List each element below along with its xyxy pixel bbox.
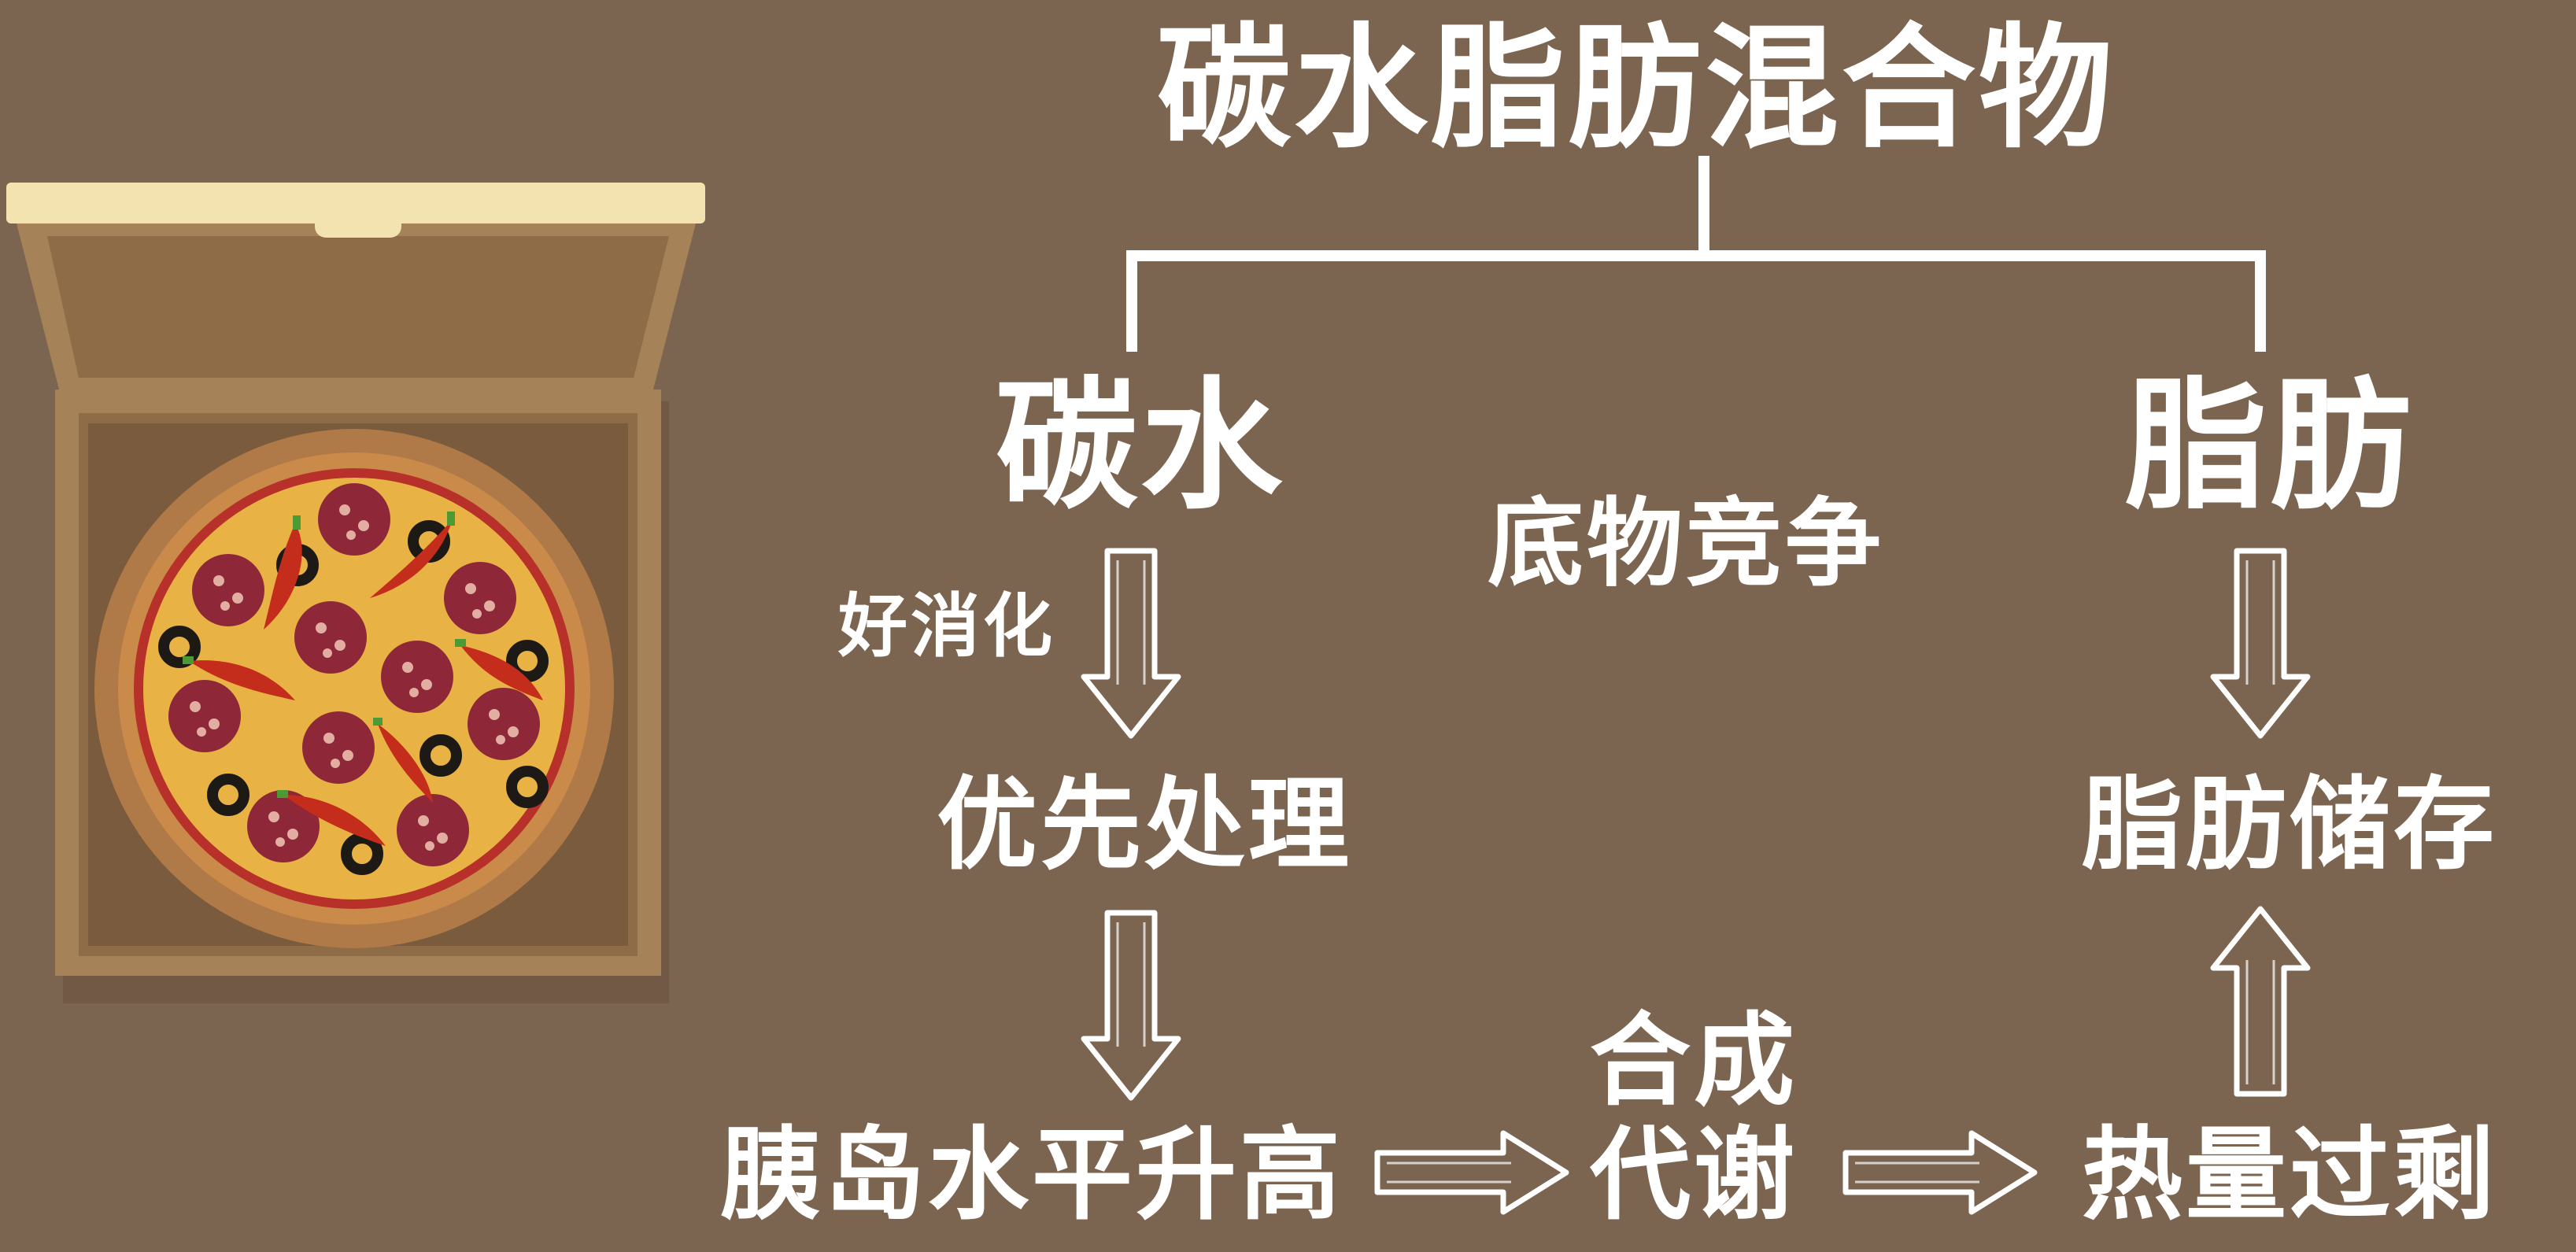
arrow-down-priority-to-insulin bbox=[1081, 910, 1181, 1101]
tree-bracket bbox=[1126, 156, 2266, 352]
pepperoni-slices bbox=[168, 483, 540, 866]
arrow-right-synthesis-to-surplus bbox=[1842, 1130, 2038, 1215]
center-label-substrate-competition: 底物竞争 bbox=[1488, 488, 1884, 600]
arrow-down-fat-to-storage bbox=[2210, 548, 2311, 739]
node-synthesis-line2: 代谢 bbox=[1590, 1117, 1798, 1234]
branch-label-fat: 脂肪 bbox=[2125, 364, 2415, 529]
chili-peppers bbox=[189, 519, 543, 846]
diagram-title: 碳水脂肪混合物 bbox=[1157, 11, 2116, 167]
arrow-up-surplus-to-storage bbox=[2210, 906, 2311, 1097]
node-fat-storage: 脂肪储存 bbox=[2082, 766, 2498, 884]
node-insulin-rise: 胰岛水平升高 bbox=[720, 1117, 1344, 1234]
node-priority-processing: 优先处理 bbox=[937, 766, 1353, 884]
branch-label-carbs: 碳水 bbox=[996, 364, 1286, 529]
pizza-box-illustration bbox=[6, 183, 705, 1003]
label-easy-digest: 好消化 bbox=[838, 585, 1056, 667]
node-calorie-surplus: 热量过剩 bbox=[2082, 1117, 2498, 1234]
arrow-down-carbs-to-priority bbox=[1081, 548, 1181, 739]
node-synthesis-line1: 合成 bbox=[1590, 1003, 1798, 1120]
arrow-right-insulin-to-synthesis bbox=[1374, 1130, 1569, 1215]
